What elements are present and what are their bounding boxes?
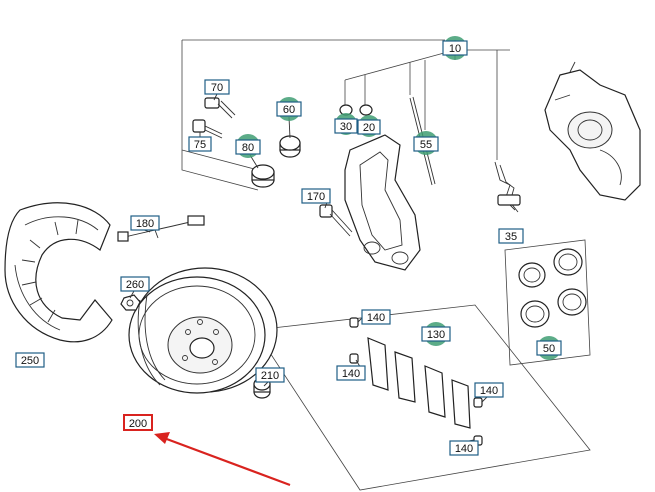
pad-bolts [349,317,483,446]
label-75[interactable]: 75 [188,136,212,152]
caliper-bolt [192,119,223,139]
label-250[interactable]: 250 [15,352,45,368]
label-50[interactable]: 50 [536,340,562,356]
label-55[interactable]: 55 [413,136,439,152]
brake-pads [367,337,471,429]
brake-disc [128,267,278,394]
svg-text:250: 250 [21,355,39,367]
seal-kit [518,248,587,328]
label-210[interactable]: 210 [255,367,285,383]
svg-text:55: 55 [420,139,432,151]
label-140-lower-right[interactable]: 140 [449,440,479,456]
caliper-housing [544,61,641,201]
disc-screw [120,294,141,311]
svg-text:30: 30 [340,121,352,133]
label-70[interactable]: 70 [204,79,230,95]
cap-20 [359,104,373,116]
svg-text:80: 80 [242,142,254,154]
label-80[interactable]: 80 [235,139,261,155]
dust-shield [4,202,113,343]
label-30[interactable]: 30 [334,118,358,134]
svg-text:60: 60 [283,104,295,116]
label-140-upper-left[interactable]: 140 [361,309,391,325]
svg-text:140: 140 [455,443,473,455]
label-35[interactable]: 35 [498,228,524,244]
caliper-group-frame [181,39,510,191]
label-60[interactable]: 60 [276,101,302,117]
svg-text:35: 35 [505,231,517,243]
caliper-bracket [344,134,421,271]
label-140-upper-right[interactable]: 140 [474,382,504,398]
label-180[interactable]: 180 [130,215,160,231]
label-140-lower-left[interactable]: 140 [336,365,366,381]
svg-text:140: 140 [367,312,385,324]
svg-text:10: 10 [449,43,461,55]
bearing-kit-frame [504,239,591,366]
svg-text:140: 140 [342,368,360,380]
svg-text:70: 70 [211,82,223,94]
label-20[interactable]: 20 [357,119,381,135]
svg-text:75: 75 [194,139,206,151]
guide-bolt [204,97,236,119]
spring-clips [494,161,521,213]
svg-text:140: 140 [480,385,498,397]
label-130[interactable]: 130 [421,326,451,342]
svg-text:50: 50 [543,343,555,355]
svg-text:130: 130 [427,329,445,341]
label-170[interactable]: 170 [301,188,331,204]
svg-text:200: 200 [129,418,147,430]
svg-text:170: 170 [307,191,325,203]
svg-text:180: 180 [136,218,154,230]
svg-text:20: 20 [363,122,375,134]
pad-kit-frame [254,304,591,491]
label-200[interactable]: 200 [123,414,153,431]
svg-text:210: 210 [261,370,279,382]
long-bolt [319,204,353,237]
label-260[interactable]: 260 [120,276,150,292]
label-10[interactable]: 10 [442,40,468,56]
highlight-arrow [154,432,291,487]
svg-text:260: 260 [126,279,144,291]
bushing-lower [251,164,275,188]
bushing-upper [279,135,301,158]
